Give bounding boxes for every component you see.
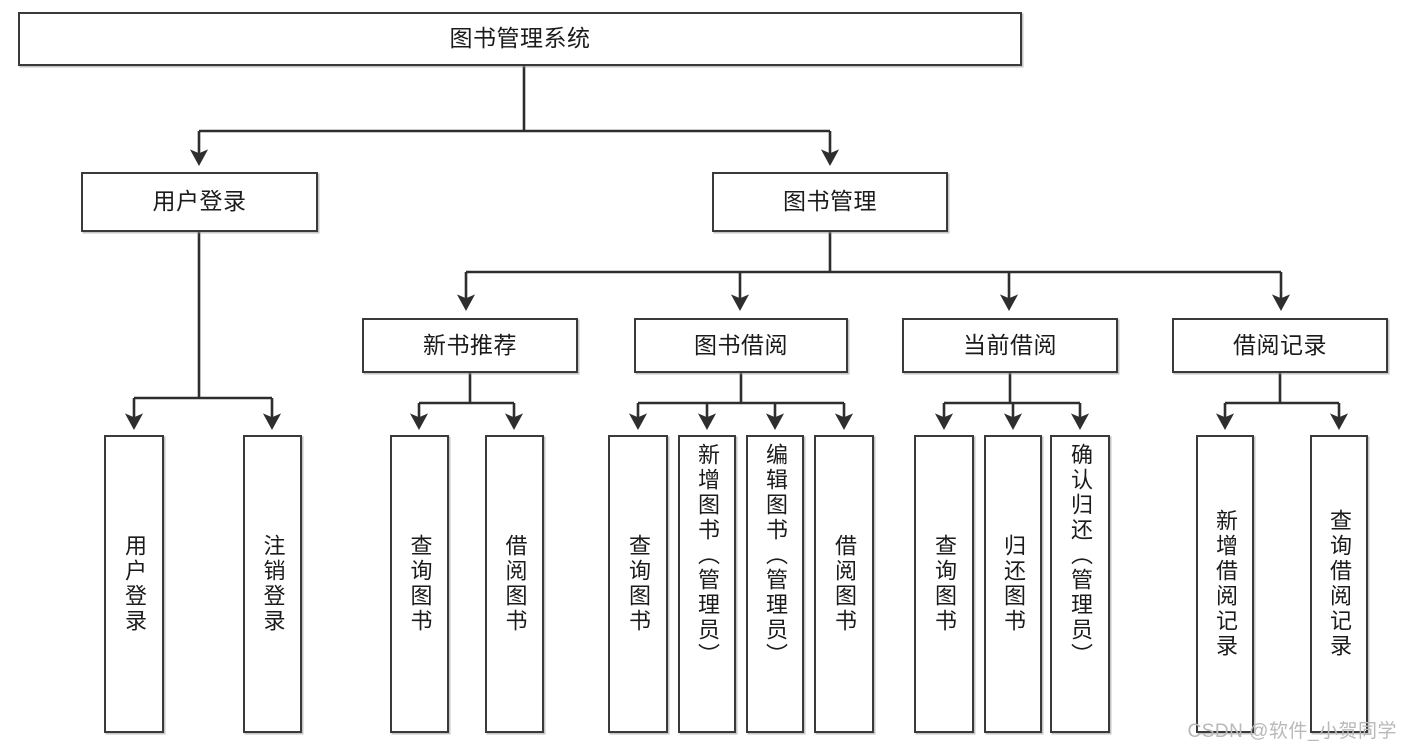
- node-borrow-records[interactable]: 借阅记录: [1172, 318, 1388, 373]
- node-borrow-records-label: 借阅记录: [1233, 331, 1327, 358]
- node-leaf-query-borrow-record[interactable]: 查询借阅记录: [1310, 435, 1368, 733]
- node-current-borrow[interactable]: 当前借阅: [902, 318, 1118, 373]
- node-book-borrow[interactable]: 图书借阅: [634, 318, 848, 373]
- node-leaf-query-book-current-label: 查询图书: [932, 534, 957, 634]
- csdn-watermark: CSDN @软件_小贺同学: [1187, 721, 1397, 742]
- node-leaf-edit-book-admin-label: 编辑图书（管理员）: [763, 443, 788, 668]
- node-leaf-user-login-label: 用户登录: [122, 534, 147, 634]
- node-leaf-query-book-recommend-label: 查询图书: [407, 534, 433, 634]
- node-new-book-recommend[interactable]: 新书推荐: [362, 318, 578, 373]
- node-root-label: 图书管理系统: [449, 25, 591, 52]
- node-leaf-add-borrow-record-label: 新增借阅记录: [1213, 509, 1238, 659]
- node-current-borrow-label: 当前借阅: [963, 331, 1057, 358]
- node-leaf-confirm-return-admin-label: 确认归还（管理员）: [1068, 443, 1093, 668]
- node-leaf-borrow-book-recommend-label: 借阅图书: [502, 534, 528, 634]
- node-leaf-query-borrow-record-label: 查询借阅记录: [1327, 509, 1352, 659]
- node-leaf-user-logout[interactable]: 注销登录: [243, 435, 302, 733]
- node-leaf-add-borrow-record[interactable]: 新增借阅记录: [1196, 435, 1254, 733]
- node-leaf-borrow-book-recommend[interactable]: 借阅图书: [485, 435, 544, 733]
- node-leaf-user-logout-label: 注销登录: [260, 534, 286, 634]
- node-book-management-label: 图书管理: [783, 188, 877, 215]
- node-leaf-confirm-return-admin[interactable]: 确认归还（管理员）: [1050, 435, 1110, 733]
- node-leaf-query-book-current[interactable]: 查询图书: [914, 435, 974, 733]
- node-root[interactable]: 图书管理系统: [18, 12, 1022, 66]
- node-leaf-edit-book-admin[interactable]: 编辑图书（管理员）: [746, 435, 804, 733]
- node-leaf-query-book-recommend[interactable]: 查询图书: [390, 435, 449, 733]
- node-book-borrow-label: 图书借阅: [694, 331, 788, 358]
- node-new-book-recommend-label: 新书推荐: [423, 331, 517, 358]
- node-leaf-query-book-borrow[interactable]: 查询图书: [608, 435, 668, 733]
- node-leaf-return-book[interactable]: 归还图书: [984, 435, 1042, 733]
- node-leaf-borrow-book-label: 借阅图书: [832, 534, 857, 634]
- node-leaf-borrow-book[interactable]: 借阅图书: [814, 435, 874, 733]
- node-leaf-add-book-admin-label: 新增图书（管理员）: [695, 443, 720, 668]
- node-user-login-label: 用户登录: [152, 188, 247, 215]
- node-leaf-user-login[interactable]: 用户登录: [104, 435, 164, 733]
- node-leaf-query-book-borrow-label: 查询图书: [626, 534, 651, 634]
- node-book-management[interactable]: 图书管理: [712, 172, 948, 232]
- node-user-login[interactable]: 用户登录: [81, 172, 318, 232]
- node-leaf-return-book-label: 归还图书: [1001, 534, 1026, 634]
- node-leaf-add-book-admin[interactable]: 新增图书（管理员）: [678, 435, 736, 733]
